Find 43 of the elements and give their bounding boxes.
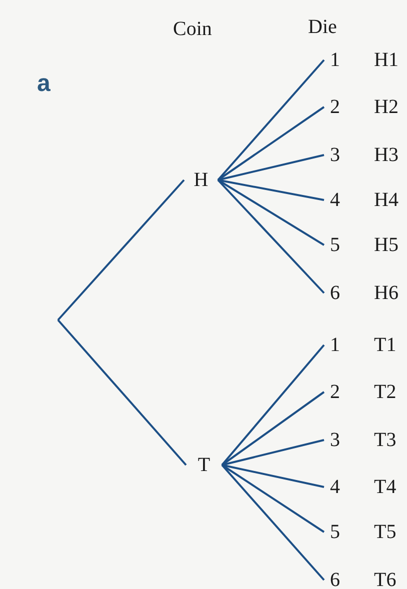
branch-line (217, 106, 325, 181)
outcome-label: H4 (374, 190, 398, 210)
tree-node-label: 1 (330, 335, 340, 355)
branch-line (57, 179, 185, 321)
tree-node-label: 6 (330, 283, 340, 303)
branch-line (221, 464, 325, 581)
outcome-label: T6 (374, 570, 396, 589)
branch-line (222, 439, 324, 466)
panel-letter: a (37, 72, 50, 96)
outcome-label: H3 (374, 145, 398, 165)
branch-line (222, 464, 324, 488)
tree-node-label: 5 (330, 235, 340, 255)
tree-node-label: 3 (330, 145, 340, 165)
branch-line (217, 179, 325, 246)
tree-node-label: 4 (330, 190, 340, 210)
outcome-label: H1 (374, 50, 398, 70)
tree-node-label: 2 (330, 97, 340, 117)
branch-line (217, 179, 325, 294)
outcome-label: T2 (374, 382, 396, 402)
tree-node-label: 3 (330, 430, 340, 450)
tree-node-label: 6 (330, 570, 340, 589)
tree-node-label: 4 (330, 477, 340, 497)
branch-line (218, 154, 324, 181)
column-heading: Coin (173, 19, 212, 39)
outcome-label: T4 (374, 477, 396, 497)
column-heading: Die (308, 17, 337, 37)
tree-node-label: 5 (330, 522, 340, 542)
tree-node-label: T (198, 455, 210, 475)
branch-line (57, 319, 187, 466)
tree-node-label: 1 (330, 50, 340, 70)
branch-line (221, 344, 325, 466)
branch-line (217, 59, 325, 181)
outcome-label: H6 (374, 283, 398, 303)
branch-line (221, 391, 325, 466)
tree-node-label: 2 (330, 382, 340, 402)
outcome-label: T3 (374, 430, 396, 450)
tree-node-label: H (194, 170, 208, 190)
outcome-label: H2 (374, 97, 398, 117)
outcome-label: H5 (374, 235, 398, 255)
branch-line (221, 464, 325, 533)
outcome-label: T5 (374, 522, 396, 542)
outcome-label: T1 (374, 335, 396, 355)
branch-line (218, 179, 324, 201)
